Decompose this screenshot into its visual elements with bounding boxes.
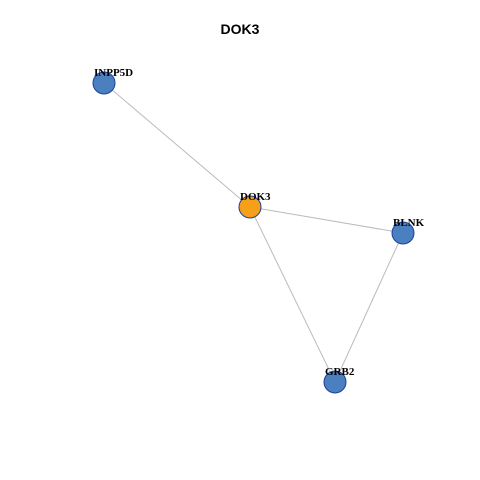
edge-inpp5d-dok3 (103, 82, 251, 208)
graph-title: DOK3 (220, 21, 260, 37)
node-label-blnk: BLNK (393, 217, 425, 229)
node-inpp5d[interactable] (92, 71, 116, 95)
node-blnk[interactable] (391, 221, 415, 245)
node-label-inpp5d: INPP5D (94, 67, 133, 79)
node-label-dok3: DOK3 (240, 191, 271, 203)
node-grb2[interactable] (323, 370, 347, 394)
node-dok3[interactable] (238, 195, 262, 219)
edge-dok3-grb2 (249, 206, 336, 383)
node-label-grb2: GRB2 (325, 366, 355, 378)
edge-blnk-grb2 (334, 232, 404, 383)
edge-dok3-blnk (249, 206, 404, 234)
